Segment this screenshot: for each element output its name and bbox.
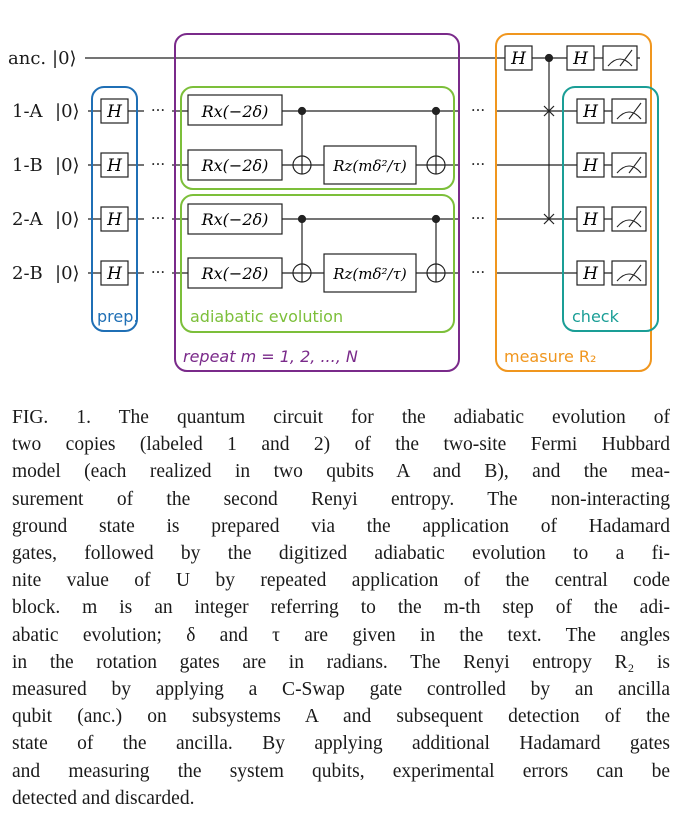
svg-text:Rx(−2δ): Rx(−2δ) [201, 210, 269, 229]
hadamard-gate: H [100, 152, 129, 178]
measurement-meter-icon [602, 45, 638, 71]
ket-zero: |0⟩ [55, 263, 80, 284]
prep-hadamard-gates: H H H H [100, 98, 129, 286]
caption-line: in the rotation gates are in radians. Th… [12, 651, 670, 673]
cnot-gate [426, 106, 446, 175]
rz-gates: Rz(mδ²/τ) Rz(mδ²/τ) [323, 145, 417, 293]
ellipsis: ··· [151, 101, 165, 119]
ellipsis: ··· [151, 155, 165, 173]
measurement-meter-icon [611, 206, 647, 232]
caption-line: qubit (anc.) on subsystems A and subsequ… [12, 706, 670, 728]
hadamard-gate: H [504, 45, 533, 71]
svg-text:H: H [572, 49, 589, 69]
svg-text:Rx(−2δ): Rx(−2δ) [201, 102, 269, 121]
ket-zero: |0⟩ [55, 155, 80, 176]
hadamard-gate: H [576, 98, 605, 124]
check-box [562, 86, 659, 332]
quantum-circuit-figure: ··· ··· ··· ··· ··· ··· ··· ··· anc. |0⟩… [8, 33, 659, 372]
hadamard-gate: H [566, 45, 595, 71]
measurement-meter-icon [611, 152, 647, 178]
rx-gate: Rx(−2δ) [187, 94, 283, 126]
svg-text:H: H [106, 210, 123, 230]
caption-line: two copies (labeled 1 and 2) of the two-… [12, 434, 670, 456]
adiabatic-box-copy2 [180, 194, 455, 333]
hadamard-gate: H [100, 206, 129, 232]
svg-text:H: H [582, 156, 599, 176]
ellipsis: ··· [471, 155, 485, 173]
measurement-meter-icon [611, 98, 647, 124]
rz-gate: Rz(mδ²/τ) [323, 253, 417, 293]
svg-text:H: H [106, 264, 123, 284]
ellipsis: ··· [471, 263, 485, 281]
caption-line: block. m is an integer referring to the … [12, 597, 670, 619]
svg-text:H: H [510, 49, 527, 69]
qubit-label-2a: 2-A [12, 209, 44, 230]
measure-box [495, 33, 652, 372]
hadamard-gate: H [576, 206, 605, 232]
repeat-box [174, 33, 460, 372]
caption-line: abatic evolution; δ and τ are given in t… [12, 624, 670, 646]
caption-line: detected and discarded. [12, 787, 195, 809]
ellipsis: ··· [471, 209, 485, 227]
hadamard-gate: H [100, 260, 129, 286]
caption-line: and measuring the system qubits, experim… [12, 760, 670, 782]
qubit-label-2b: 2-B [12, 263, 43, 284]
caption-line: gates, followed by the digitized adiabat… [12, 543, 670, 565]
svg-text:H: H [582, 210, 599, 230]
caption-line: model (each realized in two qubits A and… [12, 461, 670, 483]
adiabatic-box-copy1 [180, 86, 455, 190]
rz-gate: Rz(mδ²/τ) [323, 145, 417, 185]
caption-line: ground state is prepared via the applica… [12, 515, 670, 537]
hadamard-gate: H [100, 98, 129, 124]
figure-caption: FIG. 1. The quantum circuit for the adia… [12, 404, 670, 812]
caption-line: FIG. 1. The quantum circuit for the adia… [12, 407, 670, 428]
hadamard-gate: H [576, 152, 605, 178]
svg-text:Rx(−2δ): Rx(−2δ) [201, 264, 269, 283]
check-gates: H H H [576, 98, 647, 286]
box-labels: prep. adiabatic evolution repeat m = 1, … [97, 307, 620, 366]
rx-gates: Rx(−2δ) Rx(−2δ) Rx(−2δ) Rx(−2δ) [187, 94, 283, 289]
ket-zero: |0⟩ [52, 48, 77, 69]
ellipsis: ··· [151, 209, 165, 227]
check-label: check [572, 307, 620, 326]
svg-text:H: H [582, 264, 599, 284]
ancilla-label: anc. [8, 48, 46, 69]
controlled-swap-gate [543, 53, 555, 225]
adiabatic-label: adiabatic evolution [190, 307, 343, 326]
qubit-label-1b: 1-B [12, 155, 43, 176]
svg-text:H: H [582, 102, 599, 122]
caption-line: measured by applying a C-Swap gate contr… [12, 679, 670, 701]
cnot-gate [292, 106, 312, 175]
rx-gate: Rx(−2δ) [187, 203, 283, 235]
ellipsis: ··· [151, 263, 165, 281]
repeat-label: repeat m = 1, 2, ..., N [183, 347, 358, 366]
rx-gate: Rx(−2δ) [187, 257, 283, 289]
svg-text:Rz(mδ²/τ): Rz(mδ²/τ) [332, 265, 407, 283]
caption-line: state of the ancilla. By applying additi… [12, 733, 670, 755]
grouping-boxes [91, 33, 659, 372]
prep-label: prep. [97, 307, 138, 326]
cnot-gate [426, 214, 446, 283]
measurement-section: H H H [504, 45, 647, 286]
qubit-label-1a: 1-A [12, 101, 44, 122]
svg-text:H: H [106, 156, 123, 176]
prep-box [91, 86, 138, 332]
qubit-labels: anc. |0⟩ 1-A |0⟩ 1-B |0⟩ 2-A |0⟩ 2-B |0⟩ [8, 48, 80, 284]
svg-text:Rz(mδ²/τ): Rz(mδ²/τ) [332, 157, 407, 175]
rx-gate: Rx(−2δ) [187, 149, 283, 181]
caption-line: nite value of U by repeated application … [12, 570, 670, 592]
hadamard-gate: H [576, 260, 605, 286]
ellipsis: ··· [471, 101, 485, 119]
caption-line: surement of the second Renyi entropy. Th… [12, 488, 670, 510]
measurement-meter-icon [611, 260, 647, 286]
cnot-gates [292, 106, 446, 283]
ket-zero: |0⟩ [55, 101, 80, 122]
measure-label: measure R₂ [504, 347, 596, 366]
wire-ellipses: ··· ··· ··· ··· ··· ··· ··· ··· [151, 101, 485, 281]
svg-text:H: H [106, 102, 123, 122]
svg-text:Rx(−2δ): Rx(−2δ) [201, 156, 269, 175]
ket-zero: |0⟩ [55, 209, 80, 230]
cnot-gate [292, 214, 312, 283]
